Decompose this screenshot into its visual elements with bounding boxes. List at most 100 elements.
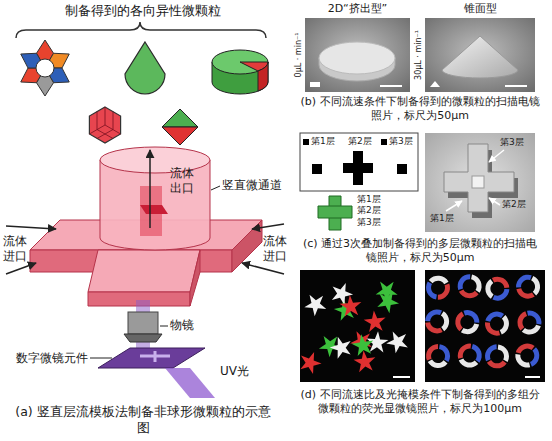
fluorescence-image: [485, 312, 504, 322]
part-label: 流体进口: [263, 234, 289, 264]
fluorescence-image: [327, 332, 357, 362]
micromirror-device: [140, 351, 170, 362]
fluorescence-image: [300, 270, 415, 382]
fluorescence-image: [426, 276, 450, 300]
fluorescence-image: [517, 311, 527, 330]
fluorescence-image: [458, 274, 471, 290]
fluorescence-image: [522, 325, 541, 335]
fluorescence-image: [296, 270, 415, 382]
photomask-set: [353, 151, 363, 185]
image-title: 锥面型: [425, 2, 535, 16]
fluorescence-image: [459, 358, 478, 367]
leader-line: [90, 358, 112, 359]
fluorescence-image: [301, 289, 331, 319]
inlet-arrow: [6, 224, 284, 274]
flat-channel: [190, 250, 200, 306]
objective-lens: [124, 334, 162, 342]
fluorescence-image: [425, 309, 442, 321]
image-title: 2D“挤出型”: [305, 2, 410, 16]
sem-image: [305, 18, 410, 92]
cylinder-particle: [212, 50, 268, 94]
fluorescence-image: [296, 348, 324, 375]
flat-channel: [88, 250, 200, 292]
teardrop-particle: [125, 42, 165, 94]
fluorescence-image: [455, 311, 464, 331]
outlet-arrow: [149, 150, 151, 228]
vertical-channel: [100, 147, 210, 250]
fluorescence-image: [492, 289, 509, 301]
micromirror-device: [98, 348, 205, 368]
fluorescence-image: [459, 289, 479, 298]
objective-lens: [124, 312, 162, 342]
fluorescence-image: [458, 344, 482, 368]
fluorescence-image: [516, 288, 534, 298]
sem-image: [442, 36, 518, 78]
hexagon-particle: [89, 107, 120, 143]
inlet-arrow: [6, 263, 36, 274]
fluorescence-image: [527, 311, 541, 325]
layer-label: 第3层: [500, 137, 524, 148]
fluorescence-image: [515, 344, 539, 368]
fluorescence-image: [383, 326, 413, 356]
panel-caption: (d) 不同流速比及光掩模条件下制备得到的多组分微颗粒的荧光显微镜照片，标尺为1…: [300, 388, 540, 416]
layered-particle: [318, 196, 352, 230]
sem-image: [425, 133, 535, 232]
diamond-particle: [162, 109, 198, 127]
sem-image: [380, 85, 402, 87]
fluorescence-image: [425, 309, 449, 333]
fluorescence-image: [485, 312, 509, 336]
inlet-arrow: [6, 226, 56, 229]
scale-bar: [393, 377, 540, 378]
leader-line: [160, 326, 168, 327]
layer-label: 第1层: [311, 136, 335, 147]
fluorescence-image: [472, 344, 482, 363]
brace: [16, 22, 266, 38]
part-label: 竖直微通道: [222, 178, 282, 193]
fluorescence-image: [426, 344, 450, 368]
layer-label: 第1层: [357, 194, 381, 205]
sem-image: [472, 176, 484, 188]
sem-image: [446, 201, 462, 211]
photomask-set: [303, 139, 309, 145]
part-label: 流体出口: [170, 166, 196, 196]
layer-label: 第2层: [348, 136, 372, 147]
inlet-arrow: [242, 263, 284, 274]
flow-rate-label: 30μL · min⁻¹: [414, 30, 424, 80]
fluorescence-image: [372, 275, 402, 305]
photomask-set: [381, 139, 387, 145]
fluorescence-image: [516, 344, 535, 354]
fluorescence-image: [485, 344, 509, 368]
sem-image: [489, 150, 504, 162]
scale-bar: [393, 376, 410, 378]
fluorescence-image: [461, 323, 479, 334]
layered-particle: [329, 206, 341, 218]
layer-label: 第3层: [357, 217, 381, 228]
photomask-set: [397, 164, 407, 174]
scale-bar: [525, 376, 540, 378]
sem-image: [430, 81, 440, 87]
fluorescence-image: [516, 275, 540, 299]
fluorescence-image: [487, 360, 507, 368]
diamond-particle: [162, 109, 198, 145]
fluorescence-image: [362, 307, 390, 336]
sem-image: [310, 82, 320, 87]
figure-heading: 制备得到的各向异性微颗粒: [0, 3, 285, 19]
panel-caption: (c) 通过3次叠加制备得到的多层微颗粒的扫描电镜照片，标尺为50μm: [300, 237, 540, 265]
fluorescence-image: [439, 344, 450, 362]
star-particle: [36, 59, 54, 77]
fluorescence-image: [338, 292, 366, 320]
fluorescence-image: [429, 276, 449, 285]
fluorescence-image: [458, 344, 471, 359]
hexagon-particle: [89, 107, 120, 143]
leader-line: [211, 186, 220, 190]
fluorescence-image: [426, 282, 437, 300]
sem-image: [425, 18, 535, 92]
fluorescence-image: [425, 270, 545, 382]
photomask-set: [300, 133, 418, 191]
inlet-arrow: [252, 224, 284, 229]
sem-image: [425, 18, 535, 92]
fluorescence-image: [485, 277, 509, 301]
fluorescence-image: [425, 322, 442, 333]
layered-particle: [318, 196, 352, 230]
